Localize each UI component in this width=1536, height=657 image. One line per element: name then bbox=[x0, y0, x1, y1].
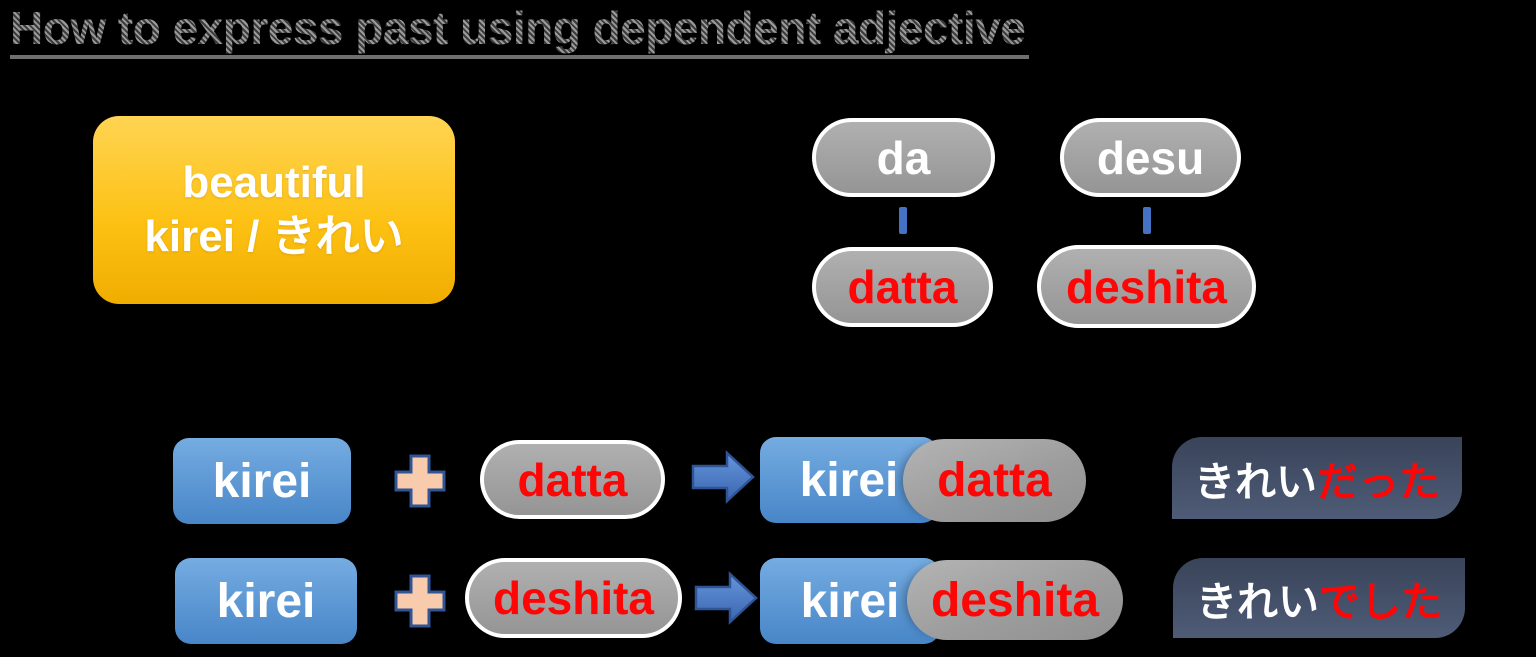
plus-icon bbox=[394, 454, 446, 508]
result-stem: きれい bbox=[1196, 579, 1319, 625]
arrow-right-icon bbox=[691, 450, 755, 504]
copula-desu-label: desu bbox=[1096, 131, 1205, 184]
adjective-box: kirei bbox=[173, 438, 351, 524]
suffix-pill: datta bbox=[480, 440, 665, 519]
adjective-card-romaji-kana: kirei / きれい bbox=[144, 212, 404, 261]
result-past: でした bbox=[1319, 579, 1442, 625]
copula-da-pill: da bbox=[812, 118, 995, 197]
combined-suffix-label: datta bbox=[937, 454, 1052, 507]
adjective-label: kirei bbox=[216, 574, 316, 628]
adjective-card: beautiful kirei / きれい bbox=[93, 116, 455, 304]
adjective-label: kirei bbox=[212, 454, 312, 508]
copula-deshita-pill: deshita bbox=[1037, 245, 1256, 328]
result-bubble: きれいだった bbox=[1172, 437, 1462, 519]
connector-line bbox=[1143, 207, 1151, 234]
combined-adjective-label: kirei bbox=[799, 453, 899, 507]
suffix-label: deshita bbox=[492, 572, 655, 624]
copula-datta-label: datta bbox=[847, 261, 958, 313]
plus-icon bbox=[394, 574, 446, 628]
combined-suffix-label: deshita bbox=[930, 573, 1100, 627]
result-bubble: きれいでした bbox=[1173, 558, 1465, 638]
combined-suffix-pill: datta bbox=[903, 439, 1086, 522]
adjective-card-english: beautiful bbox=[182, 158, 366, 207]
result-stem: きれい bbox=[1194, 459, 1317, 505]
suffix-pill: deshita bbox=[465, 558, 682, 638]
copula-desu-pill: desu bbox=[1060, 118, 1241, 197]
adjective-box: kirei bbox=[175, 558, 357, 644]
copula-da-label: da bbox=[876, 131, 931, 184]
result-past: だった bbox=[1317, 459, 1440, 505]
copula-deshita-label: deshita bbox=[1065, 260, 1228, 313]
page-title: How to express past using dependent adje… bbox=[10, 4, 1030, 60]
combined-adjective-label: kirei bbox=[800, 574, 900, 628]
connector-line bbox=[899, 207, 907, 234]
suffix-label: datta bbox=[517, 453, 628, 506]
combined-suffix-pill: deshita bbox=[907, 560, 1123, 640]
arrow-right-icon bbox=[694, 571, 758, 625]
copula-datta-pill: datta bbox=[812, 247, 993, 327]
